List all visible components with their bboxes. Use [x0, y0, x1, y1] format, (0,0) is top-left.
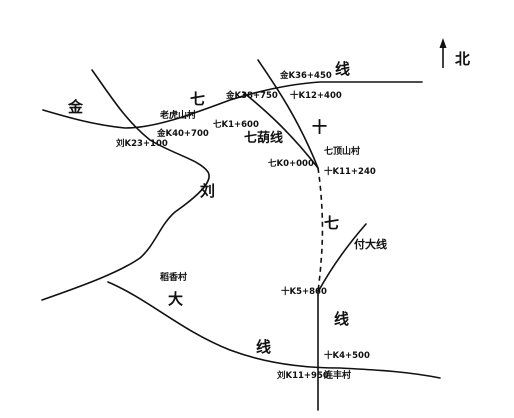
north-arrow-head-icon: [439, 38, 447, 48]
route-shi-dashed: [317, 167, 324, 297]
north-label: 北: [455, 50, 470, 68]
route-char-liu: 刘: [200, 182, 215, 200]
stake-shi-k5: 十K5+860: [281, 286, 327, 297]
north-arrow: 北: [439, 38, 470, 68]
stake-jin-k38: 金K38+750: [225, 90, 278, 101]
stake-shi-k11: 十K11+240: [324, 166, 376, 177]
route-char-xian-3: 线: [256, 338, 271, 356]
route-char-qi-1: 七: [190, 90, 205, 108]
route-shi-upper: [257, 59, 319, 169]
place-lianfeng: 连丰村: [324, 369, 351, 381]
fuda-line-label: 付大线: [354, 237, 387, 251]
stake-jin-k36: 金K36+450: [279, 70, 332, 81]
place-qidingshan: 七顶山村: [324, 145, 360, 157]
stake-qi-k0: 七K0+000: [268, 158, 314, 169]
route-char-xian-2: 线: [334, 310, 349, 328]
stake-liu-k11: 刘K11+950: [277, 370, 329, 381]
route-fuda-line: [317, 223, 367, 293]
stake-liu-k23: 刘K23+100: [116, 138, 168, 149]
route-char-xian-1: 线: [335, 60, 350, 78]
route-liu-lower: [107, 281, 441, 379]
route-char-qi-2: 七: [324, 214, 339, 232]
route-jin-line: [42, 81, 423, 129]
place-laohushan: 老虎山村: [159, 109, 196, 121]
route-qihu-line: [242, 91, 319, 169]
stake-qi-k1: 七K1+600: [213, 119, 259, 130]
route-char-shi: 十: [312, 118, 327, 136]
stake-shi-k4: 十K4+500: [324, 350, 370, 361]
stake-shi-k12: 十K12+400: [290, 90, 342, 101]
route-char-jin: 金: [67, 98, 84, 116]
route-liu-upper: [41, 69, 210, 301]
qihu-line-label: 七葫线: [244, 130, 283, 146]
stake-jin-k40: 金K40+700: [156, 128, 209, 139]
place-daoxiang: 稻香村: [160, 271, 187, 283]
route-char-da: 大: [168, 290, 183, 308]
